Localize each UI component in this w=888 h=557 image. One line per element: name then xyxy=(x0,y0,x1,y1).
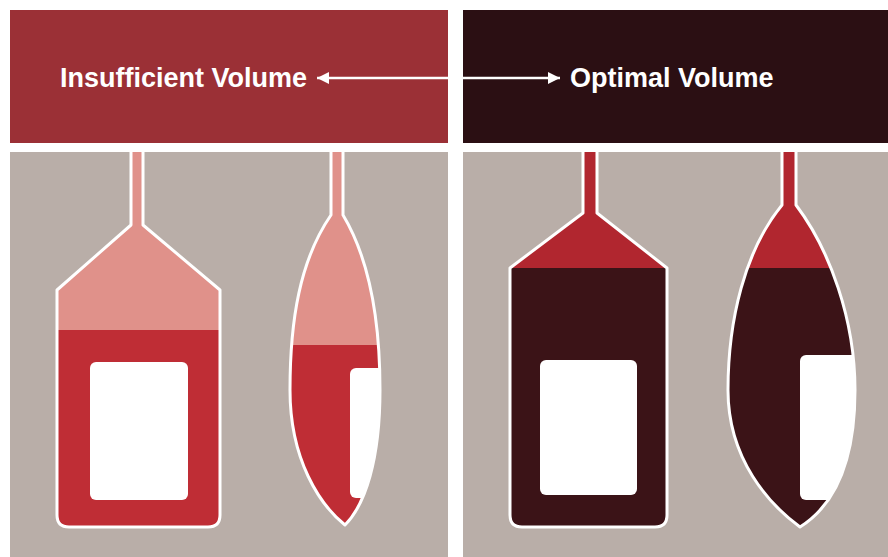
blood-fill xyxy=(280,140,390,540)
headspace xyxy=(500,140,680,268)
bottle-label xyxy=(350,368,395,498)
headspace xyxy=(720,140,865,268)
bottle-label xyxy=(90,362,188,500)
bottle-outline xyxy=(290,152,380,525)
header-text: Insufficient Volume xyxy=(60,62,307,94)
bottle-label xyxy=(540,360,637,495)
bottle-outline xyxy=(728,152,855,527)
blood-fill xyxy=(500,140,680,540)
blood-fill xyxy=(40,140,240,540)
culture-bottle xyxy=(500,140,680,540)
blood-fill xyxy=(720,140,865,540)
culture-bottle xyxy=(720,140,865,540)
header-text: Optimal Volume xyxy=(570,62,774,94)
header-band xyxy=(10,10,448,143)
header-label-box: Optimal Volume xyxy=(560,58,784,98)
header-band xyxy=(463,10,888,143)
culture-bottle xyxy=(280,140,395,540)
headspace xyxy=(40,140,240,330)
culture-bottle xyxy=(40,140,240,540)
header-label-box: Insufficient Volume xyxy=(50,58,317,98)
double-arrow xyxy=(317,77,560,80)
bottle-outline xyxy=(57,152,220,527)
bottle-outline xyxy=(510,152,667,527)
